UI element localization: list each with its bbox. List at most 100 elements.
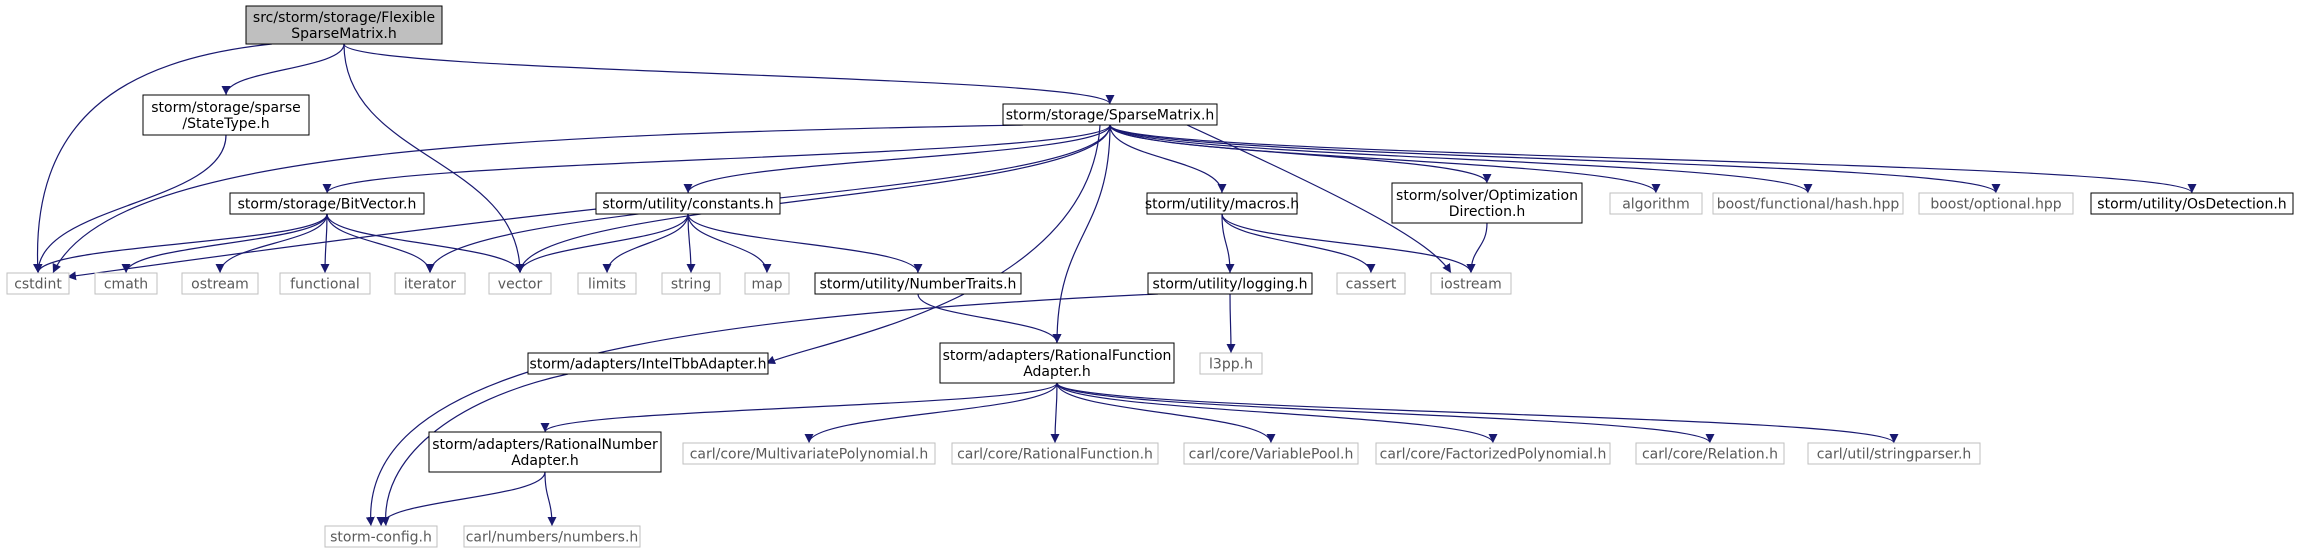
node-limits: limits bbox=[577, 272, 637, 295]
node-cstdint: cstdint bbox=[6, 272, 70, 295]
edge bbox=[1221, 213, 1235, 274]
node-factpoly: carl/core/FactorizedPolynomial.h bbox=[1375, 442, 1611, 465]
node-label: storm/adapters/IntelTbbAdapter.h bbox=[530, 357, 767, 373]
node-bitvector[interactable]: storm/storage/BitVector.h bbox=[229, 192, 425, 215]
node-cassert: cassert bbox=[1336, 272, 1406, 295]
node-macros[interactable]: storm/utility/macros.h bbox=[1145, 192, 1299, 215]
edge-rfadapter-to-ratfunc bbox=[1050, 382, 1060, 444]
node-ostream: ostream bbox=[181, 272, 259, 295]
node-stormconfig: storm-config.h bbox=[324, 525, 438, 548]
node-label: carl/core/RationalFunction.h bbox=[957, 447, 1153, 463]
edge-sparsematrix-to-constants bbox=[683, 124, 1111, 194]
node-box bbox=[939, 342, 1175, 384]
edge-sparsematrix-to-macros bbox=[1109, 124, 1227, 194]
edge-sparsematrix-to-cstdint bbox=[52, 124, 1024, 274]
node-label: storm/adapters/RationalFunction bbox=[943, 348, 1172, 364]
node-box bbox=[1430, 272, 1512, 295]
node-label: boost/functional/hash.hpp bbox=[1717, 197, 1900, 213]
edge bbox=[687, 213, 923, 274]
edge-sparsematrix-to-vector bbox=[515, 124, 1111, 274]
node-label: iostream bbox=[1440, 277, 1502, 293]
edge bbox=[326, 213, 435, 274]
node-label: SparseMatrix.h bbox=[291, 26, 396, 42]
edge-rfadapter-to-factpoly bbox=[1056, 382, 1498, 444]
node-map: map bbox=[744, 272, 790, 295]
edge-root-to-statetype bbox=[221, 43, 345, 96]
edge bbox=[376, 471, 546, 527]
edge-logging-to-stormconfig bbox=[365, 293, 1159, 527]
node-box bbox=[1147, 272, 1313, 295]
node-relation: carl/core/Relation.h bbox=[1635, 442, 1785, 465]
node-numbertraits[interactable]: storm/utility/NumberTraits.h bbox=[814, 272, 1022, 295]
edge-layer bbox=[33, 43, 2197, 527]
edge bbox=[540, 382, 1058, 433]
node-label: storm/utility/NumberTraits.h bbox=[820, 277, 1017, 293]
edge-bitvector-to-cstdint bbox=[33, 213, 328, 274]
edge bbox=[322, 124, 1111, 194]
edge-root-to-cstdint bbox=[33, 43, 273, 274]
node-box bbox=[94, 272, 158, 295]
edge-constants-to-cstdint bbox=[66, 207, 607, 281]
edge-statetype-to-cstdint bbox=[33, 134, 227, 274]
node-label: l3pp.h bbox=[1209, 357, 1253, 373]
node-box bbox=[1002, 103, 1218, 126]
node-box bbox=[245, 5, 443, 45]
node-l3pp: l3pp.h bbox=[1199, 352, 1263, 375]
edge-macros-to-logging bbox=[1221, 213, 1235, 274]
edge bbox=[343, 43, 525, 274]
node-label: carl/util/stringparser.h bbox=[1817, 447, 1972, 463]
node-label: storm/storage/BitVector.h bbox=[238, 197, 417, 213]
node-box bbox=[181, 272, 259, 295]
node-statetype[interactable]: storm/storage/sparse/StateType.h bbox=[142, 94, 310, 136]
edge bbox=[33, 213, 328, 274]
edge bbox=[917, 293, 1062, 344]
node-osdetect[interactable]: storm/utility/OsDetection.h bbox=[2090, 192, 2294, 215]
edge bbox=[804, 382, 1058, 444]
node-constants[interactable]: storm/utility/constants.h bbox=[595, 192, 781, 215]
node-box bbox=[279, 272, 371, 295]
node-box bbox=[577, 272, 637, 295]
edge bbox=[52, 124, 1024, 274]
edge bbox=[1050, 382, 1060, 444]
edge bbox=[33, 43, 273, 274]
node-iostream: iostream bbox=[1430, 272, 1512, 295]
node-functional: functional bbox=[279, 272, 371, 295]
edge bbox=[1109, 124, 2001, 194]
node-label: storm/utility/constants.h bbox=[602, 197, 773, 213]
node-label: storm/adapters/RationalNumber bbox=[432, 437, 658, 453]
edge-rfadapter-to-multipoly bbox=[804, 382, 1058, 444]
node-label: Adapter.h bbox=[1023, 364, 1091, 380]
edge-constants-to-string bbox=[686, 213, 696, 274]
edge-numbertraits-to-rfadapter bbox=[917, 293, 1062, 344]
edge bbox=[215, 213, 328, 274]
node-sparsematrix[interactable]: storm/storage/SparseMatrix.h bbox=[1002, 103, 1218, 126]
edge bbox=[221, 43, 345, 96]
node-box bbox=[2090, 192, 2294, 215]
node-iterator: iterator bbox=[394, 272, 466, 295]
node-label: storm/utility/OsDetection.h bbox=[2097, 197, 2286, 213]
node-inteltbb[interactable]: storm/adapters/IntelTbbAdapter.h bbox=[527, 352, 769, 375]
node-box bbox=[1183, 442, 1359, 465]
edge-rfadapter-to-varpool bbox=[1056, 382, 1276, 444]
edge-constants-to-vector bbox=[515, 213, 689, 274]
node-logging[interactable]: storm/utility/logging.h bbox=[1147, 272, 1313, 295]
node-label: src/storm/storage/Flexible bbox=[253, 10, 435, 26]
edge-sparsematrix-to-iostream bbox=[1186, 124, 1452, 274]
node-label: iterator bbox=[404, 277, 456, 293]
node-label: functional bbox=[290, 277, 360, 293]
node-box bbox=[1375, 442, 1611, 465]
node-box bbox=[1918, 192, 2074, 215]
edge-sparsematrix-to-inteltbb bbox=[765, 124, 1101, 365]
node-box bbox=[229, 192, 425, 215]
node-label: vector bbox=[498, 277, 543, 293]
node-label: storm/storage/sparse bbox=[151, 100, 301, 116]
edge-rnadapter-to-numbers bbox=[544, 471, 557, 527]
node-box bbox=[324, 525, 438, 548]
node-label: cmath bbox=[104, 277, 148, 293]
node-label: storm/solver/Optimization bbox=[1396, 188, 1578, 204]
node-box bbox=[814, 272, 1022, 295]
